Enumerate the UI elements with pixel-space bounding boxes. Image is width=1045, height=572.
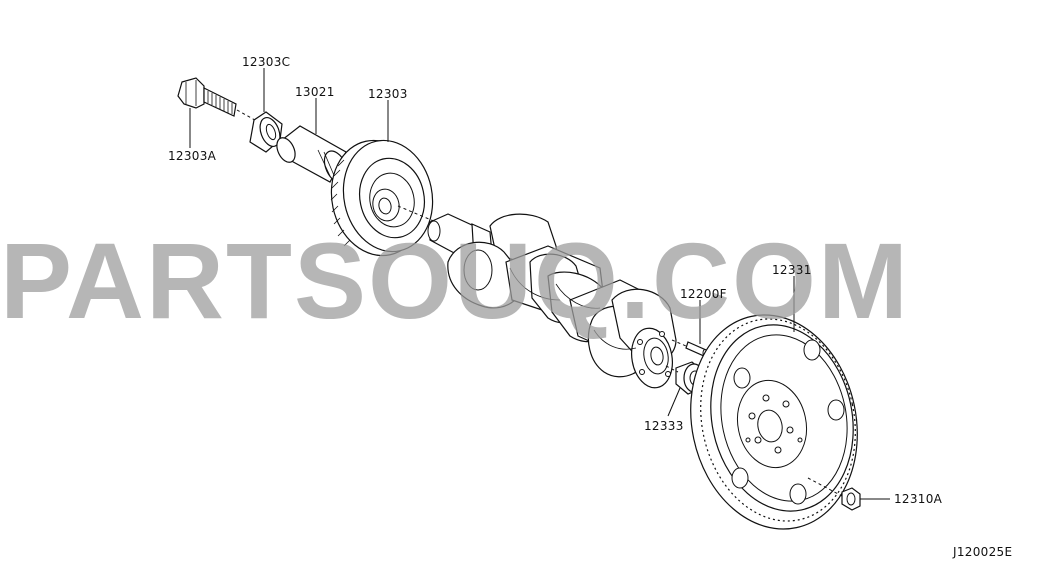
label-12333[interactable]: 12333 — [644, 419, 684, 433]
leader-12333 — [667, 387, 681, 417]
flywheel[interactable] — [671, 299, 876, 544]
label-12200F[interactable]: 12200F — [680, 287, 727, 301]
label-12331[interactable]: 12331 — [772, 263, 812, 277]
crankshaft[interactable] — [427, 213, 677, 391]
label-12303C[interactable]: 12303C — [242, 55, 290, 69]
watermark: PARTSOUQ.COM — [0, 220, 910, 341]
label-12310A[interactable]: 12310A — [894, 492, 943, 506]
flywheel-bolt[interactable] — [841, 487, 861, 511]
label-12303A[interactable]: 12303A — [168, 149, 217, 163]
label-13021[interactable]: 13021 — [295, 85, 335, 99]
diagram-code: J120025E — [952, 545, 1012, 559]
label-12303[interactable]: 12303 — [368, 87, 408, 101]
crankshaft-pulley[interactable] — [321, 132, 443, 265]
pulley-bolt[interactable] — [177, 77, 237, 117]
